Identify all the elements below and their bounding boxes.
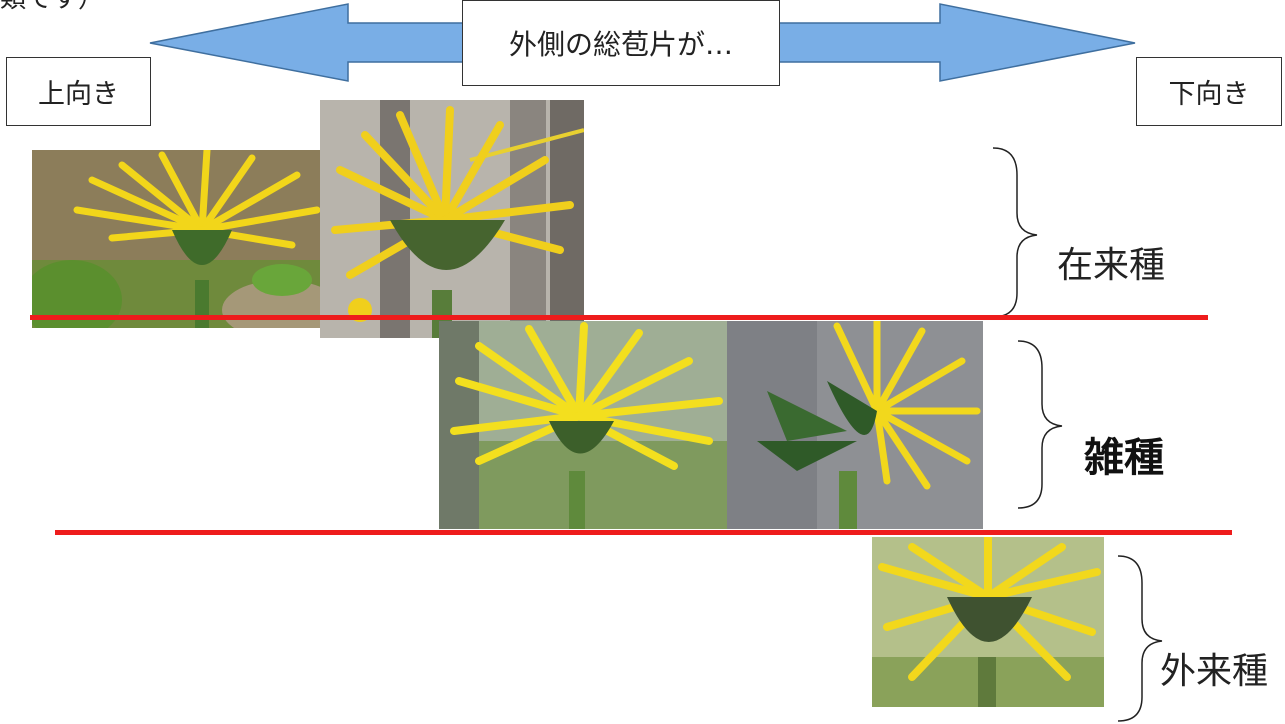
- dandelion-native-photo-1: [32, 150, 324, 328]
- dandelion-native-photo-2-image: [320, 100, 584, 338]
- dandelion-hybrid-photo-2-image: [727, 321, 983, 529]
- dandelion-hybrid-photo-2: [727, 321, 983, 529]
- arrow-center-box: 外側の総苞片が…: [462, 0, 780, 86]
- dandelion-native-photo-2: [320, 100, 584, 338]
- upward-label-box: 上向き: [6, 57, 151, 126]
- downward-label-box: 下向き: [1136, 57, 1282, 126]
- hybrid-species-label: 雑種: [1084, 435, 1164, 481]
- hybrid-brace: [1017, 340, 1063, 509]
- native-hybrid-divider: [30, 315, 1208, 320]
- downward-label: 下向き: [1168, 79, 1250, 110]
- alien-species-label: 外来種: [1160, 651, 1269, 692]
- dandelion-hybrid-photo-1-image: [439, 321, 727, 529]
- dandelion-alien-photo-1-image: [872, 537, 1104, 707]
- hybrid-alien-divider: [55, 530, 1232, 535]
- dandelion-alien-photo-1: [872, 537, 1104, 707]
- dandelion-native-photo-1-image: [32, 150, 324, 328]
- native-brace: [992, 147, 1038, 318]
- top-caption: 類です）: [0, 0, 104, 15]
- native-species-label: 在来種: [1057, 245, 1166, 286]
- arrow-center-label: 外側の総苞片が…: [508, 28, 733, 61]
- upward-label: 上向き: [38, 79, 119, 110]
- dandelion-hybrid-photo-1: [439, 321, 727, 529]
- alien-brace: [1117, 555, 1163, 722]
